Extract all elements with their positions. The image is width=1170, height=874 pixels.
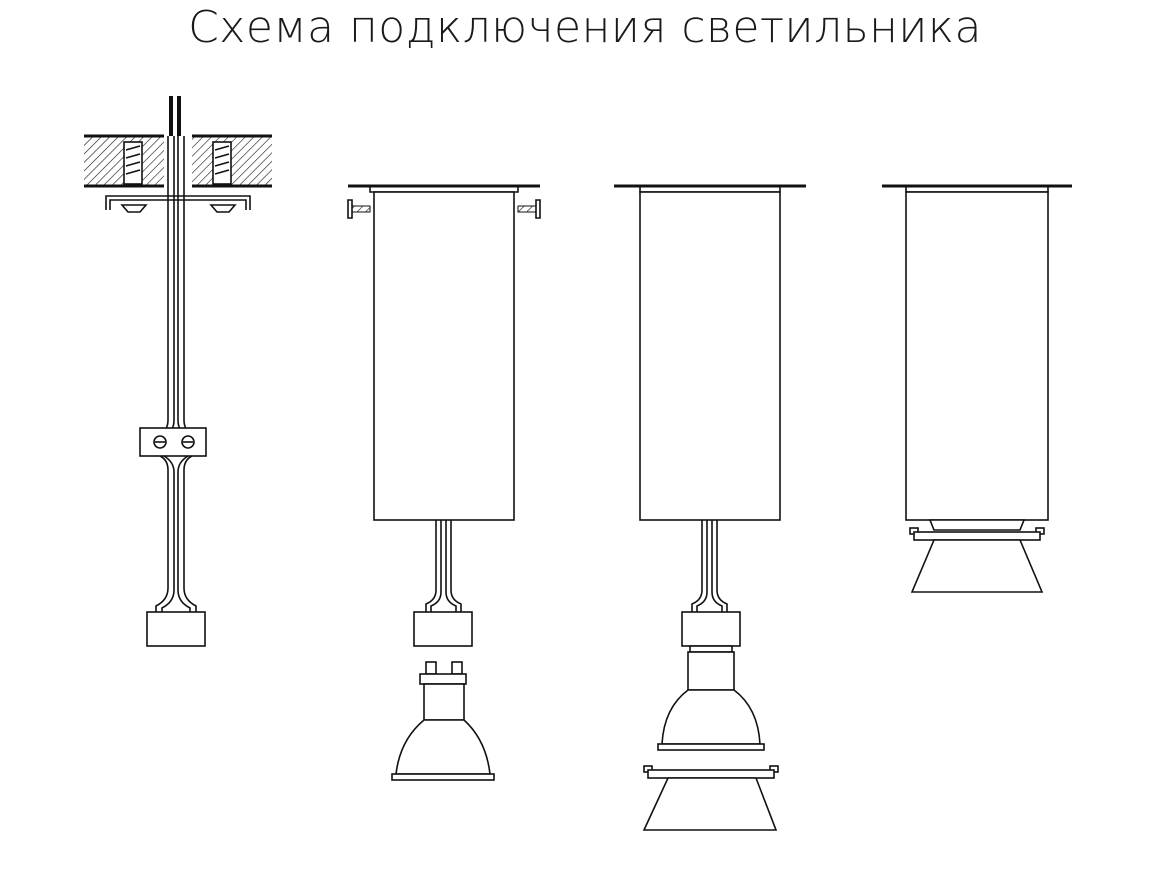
screw-head-left <box>120 204 148 213</box>
step-3-lamp-insert <box>614 184 806 831</box>
lamp-socket <box>146 611 206 647</box>
screw-left-icon <box>347 199 371 219</box>
luminaire-body <box>905 191 1049 521</box>
gu10-lamp <box>391 661 495 781</box>
screw-right-icon <box>517 199 541 219</box>
luminaire-body <box>639 191 781 521</box>
retaining-ring <box>909 527 1045 593</box>
screw-head-right <box>209 204 237 213</box>
dowel-right <box>212 141 232 185</box>
lamp-socket <box>413 611 473 647</box>
dowel-left <box>123 141 143 185</box>
luminaire-body <box>373 191 515 521</box>
lamp-socket <box>681 611 741 647</box>
gu10-lamp <box>657 645 765 751</box>
diagram-title: Схема подключения светильника <box>188 2 982 53</box>
terminal-block <box>139 427 207 457</box>
retaining-ring <box>642 765 779 831</box>
step-2-housing <box>347 184 541 781</box>
step-4-assembled <box>882 184 1072 593</box>
step-1-mounting <box>84 96 272 647</box>
